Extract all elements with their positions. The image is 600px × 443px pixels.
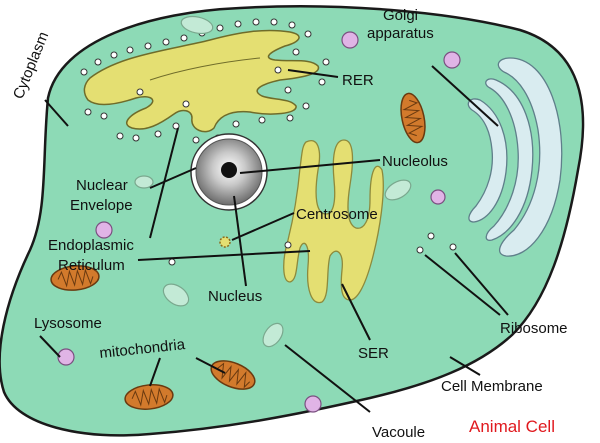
- label-cell-membrane: Cell Membrane: [441, 378, 543, 395]
- label-rer: RER: [342, 72, 374, 89]
- label-lysosome: Lysosome: [34, 315, 102, 332]
- label-golgi-1: Golgi: [383, 7, 418, 24]
- label-nuclear-1: Nuclear: [76, 177, 128, 194]
- smooth-er: [283, 139, 384, 304]
- label-nucleus: Nucleus: [208, 288, 262, 305]
- diagram-title: Animal Cell: [469, 417, 555, 436]
- label-ser: SER: [358, 345, 389, 362]
- label-cytoplasm: Cytoplasm: [10, 29, 52, 101]
- mitochondrion-left: [50, 265, 100, 291]
- mitochondrion-right: [400, 92, 426, 144]
- label-vacuole: Vacoule: [372, 424, 425, 441]
- rough-er: [83, 29, 320, 133]
- label-er-2: Reticulum: [58, 257, 125, 274]
- label-centrosome: Centrosome: [296, 206, 378, 223]
- label-nuclear-2: Envelope: [70, 197, 133, 214]
- pointer-lines: [39, 65, 509, 413]
- lysosomes: [57, 31, 461, 413]
- label-ribosome: Ribosome: [500, 320, 568, 337]
- rer-ribosome-dots: [80, 18, 330, 144]
- nucleus: [190, 133, 268, 211]
- mitochondrion-bottom-left: [124, 384, 174, 410]
- nucleolus: [221, 162, 237, 178]
- label-nucleolus: Nucleolus: [382, 153, 448, 170]
- golgi-apparatus: [467, 57, 563, 257]
- centrosome: [219, 236, 231, 248]
- label-er-1: Endoplasmic: [48, 237, 134, 254]
- label-golgi-2: apparatus: [367, 25, 434, 42]
- free-ribosomes: [168, 232, 457, 266]
- vacuoles: [134, 15, 412, 348]
